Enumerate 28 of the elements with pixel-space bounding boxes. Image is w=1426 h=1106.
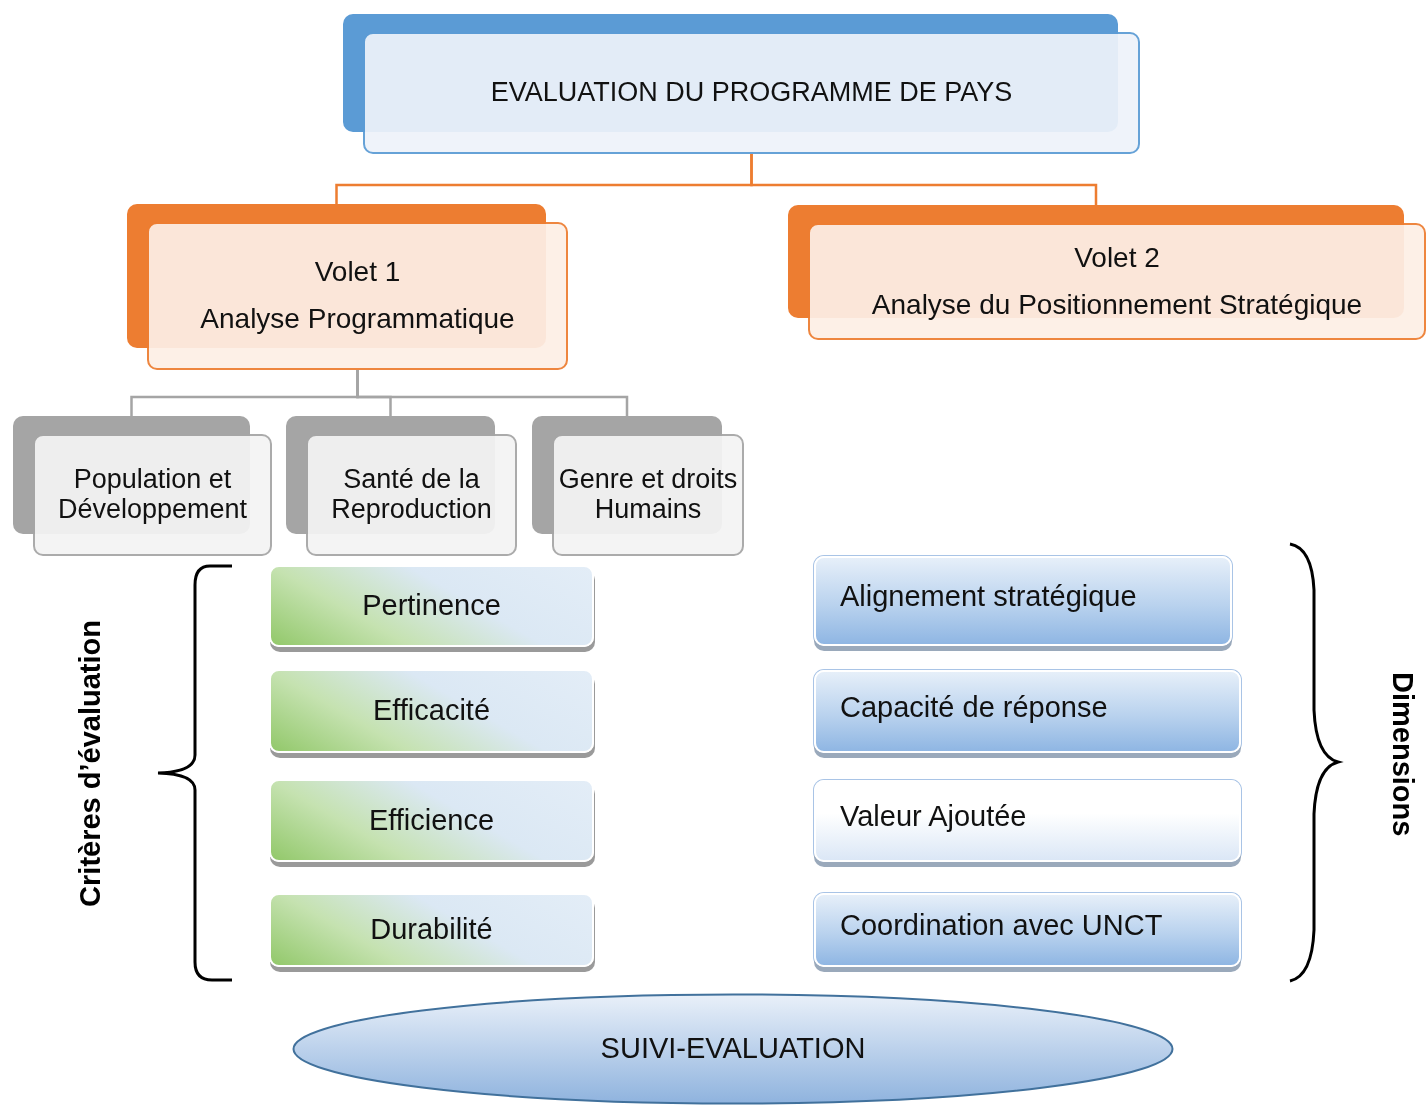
side-label: Critères d’évaluation xyxy=(74,620,107,907)
double-box xyxy=(532,416,744,556)
node-text: Coordination avec UNCT xyxy=(840,910,1163,942)
ellipse-node xyxy=(292,993,1174,1105)
node-text: SUIVI-EVALUATION xyxy=(600,1033,866,1065)
double-box xyxy=(286,416,517,556)
side-label: Dimensions xyxy=(1386,672,1419,837)
node-text: Genre et droits Humains xyxy=(557,465,739,525)
node-text: Capacité de réponse xyxy=(840,691,1108,724)
double-box xyxy=(127,204,568,370)
node-text: Analyse du Positionnement Stratégique xyxy=(871,289,1363,321)
double-box xyxy=(788,205,1426,340)
node-text: Pertinence xyxy=(362,590,501,622)
node-text: EVALUATION DU PROGRAMME DE PAYS xyxy=(490,78,1013,108)
node-text: Population et Développement xyxy=(56,465,249,525)
connector-line xyxy=(750,154,1098,205)
double-box xyxy=(13,416,272,556)
node-text: Santé de la Reproduction xyxy=(330,465,493,525)
double-box xyxy=(343,14,1140,154)
node-text: Efficience xyxy=(368,804,495,837)
node-text: Durabilité xyxy=(370,914,493,946)
node-text: Efficacité xyxy=(372,695,491,727)
node-text: Analyse Programmatique xyxy=(200,304,515,335)
connector-line xyxy=(356,370,629,416)
node-text: Volet 1 xyxy=(314,257,401,288)
node-text: Alignement stratégique xyxy=(840,581,1137,613)
node-text: Valeur Ajoutée xyxy=(840,801,1027,833)
node-text: Volet 2 xyxy=(1074,242,1160,274)
